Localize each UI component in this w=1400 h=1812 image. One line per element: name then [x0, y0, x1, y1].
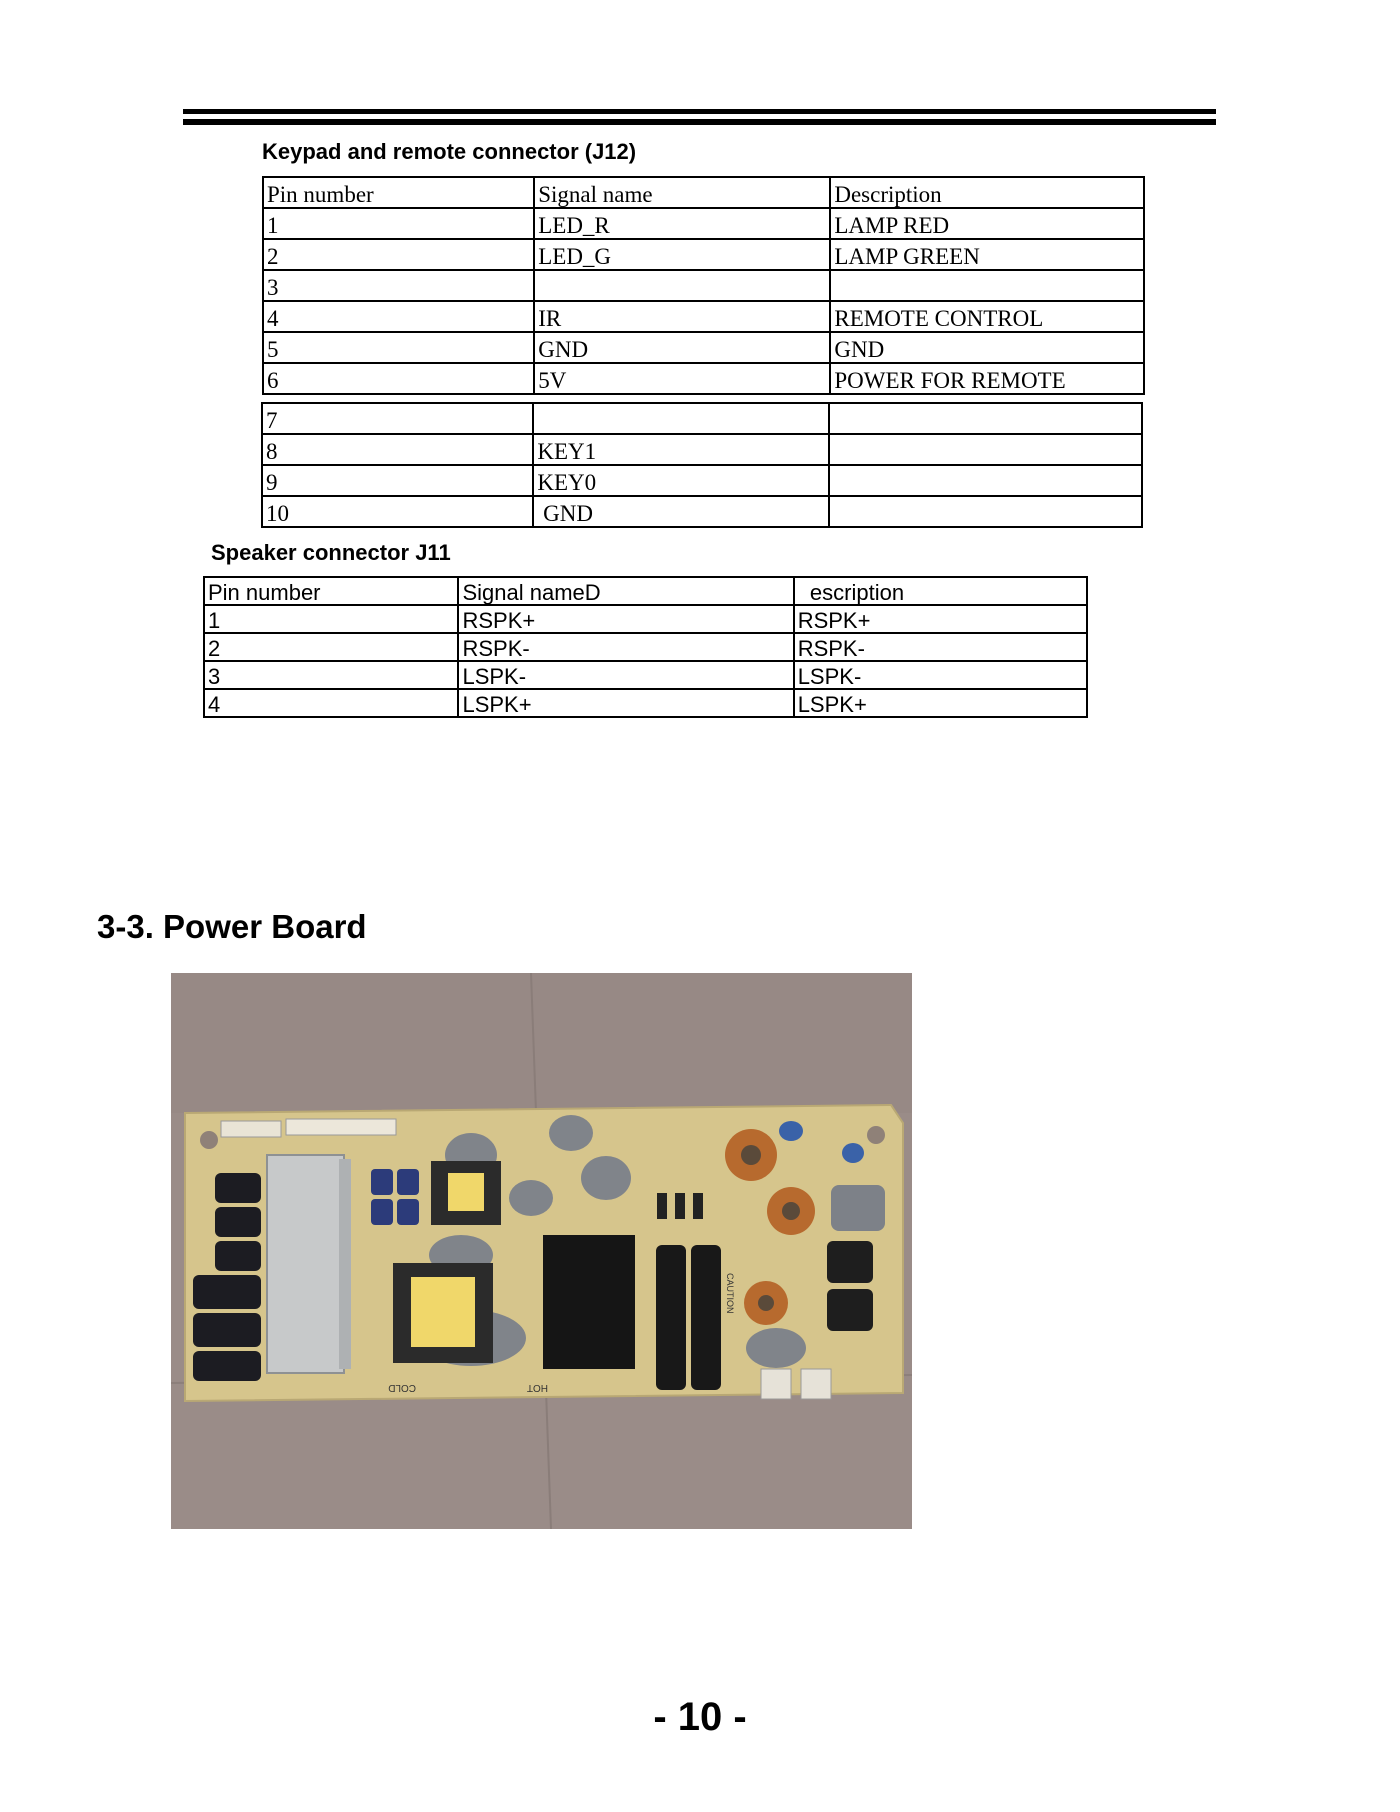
- table-cell: LSPK-: [792, 660, 1089, 690]
- column-header: Signal nameD: [457, 576, 795, 606]
- board-marking-hot: HOT: [527, 1382, 548, 1393]
- table-cell: GND: [532, 495, 830, 528]
- table-cell: RSPK+: [457, 604, 795, 634]
- table-cell: 2: [202, 632, 460, 662]
- table-cell: [827, 495, 1144, 528]
- table-cell: RSPK-: [792, 632, 1089, 662]
- table-cell: 5V: [533, 362, 832, 395]
- power-board-photo: COLD HOT CAUTION: [171, 973, 912, 1529]
- table-cell: [532, 402, 830, 435]
- table-cell: [827, 433, 1144, 466]
- table-row: 7: [260, 402, 1144, 435]
- table-row: 10 GND: [260, 495, 1144, 528]
- table-cell: 3: [202, 660, 460, 690]
- page-number: - 10 -: [653, 1695, 747, 1739]
- board-marking-caution: CAUTION: [725, 1273, 735, 1314]
- table-cell: 1: [202, 604, 460, 634]
- speaker-table-caption: Speaker connector J11: [211, 540, 451, 565]
- column-header: Pin number: [202, 576, 460, 606]
- table-cell: [829, 269, 1145, 302]
- table-cell: 5: [261, 331, 536, 364]
- table-cell: GND: [829, 331, 1145, 364]
- column-header: Description: [829, 176, 1145, 209]
- table-cell: RSPK-: [457, 632, 795, 662]
- table-cell: LSPK+: [457, 688, 795, 718]
- table-cell: 9: [260, 464, 535, 497]
- table-cell: IR: [533, 300, 832, 333]
- table-cell: GND: [533, 331, 832, 364]
- header-rule-thick: [183, 109, 1216, 114]
- table-row: 3: [261, 269, 1145, 302]
- table-cell: [533, 269, 832, 302]
- power-board-section-title: 3-3. Power Board: [97, 908, 367, 945]
- table-cell: [827, 464, 1144, 497]
- table-cell: LAMP RED: [829, 207, 1145, 240]
- table-cell: 2: [261, 238, 536, 271]
- keypad-table-caption: Keypad and remote connector (J12): [262, 139, 637, 164]
- table-cell: LED_R: [533, 207, 832, 240]
- table-cell: LSPK-: [457, 660, 795, 690]
- header-rule-thin: [183, 119, 1216, 125]
- table-cell: 4: [202, 688, 460, 718]
- table-cell: KEY0: [532, 464, 830, 497]
- table-cell: LAMP GREEN: [829, 238, 1145, 271]
- table-cell: 10: [260, 495, 535, 528]
- table-cell: 3: [261, 269, 536, 302]
- board-marking-cold: COLD: [388, 1382, 416, 1393]
- table-cell: LED_G: [533, 238, 832, 271]
- table-cell: RSPK+: [792, 604, 1089, 634]
- table-cell: 6: [261, 362, 536, 395]
- column-header: escription: [792, 576, 1089, 606]
- table-cell: 8: [260, 433, 535, 466]
- table-cell: KEY1: [532, 433, 830, 466]
- table-cell: 4: [261, 300, 536, 333]
- table-cell: [827, 402, 1144, 435]
- table-cell: LSPK+: [792, 688, 1089, 718]
- table-cell: REMOTE CONTROL: [829, 300, 1145, 333]
- column-header: Pin number: [261, 176, 536, 209]
- table-cell: 1: [261, 207, 536, 240]
- column-header: Signal name: [533, 176, 832, 209]
- table-cell: POWER FOR REMOTE: [829, 362, 1145, 395]
- table-cell: 7: [260, 402, 535, 435]
